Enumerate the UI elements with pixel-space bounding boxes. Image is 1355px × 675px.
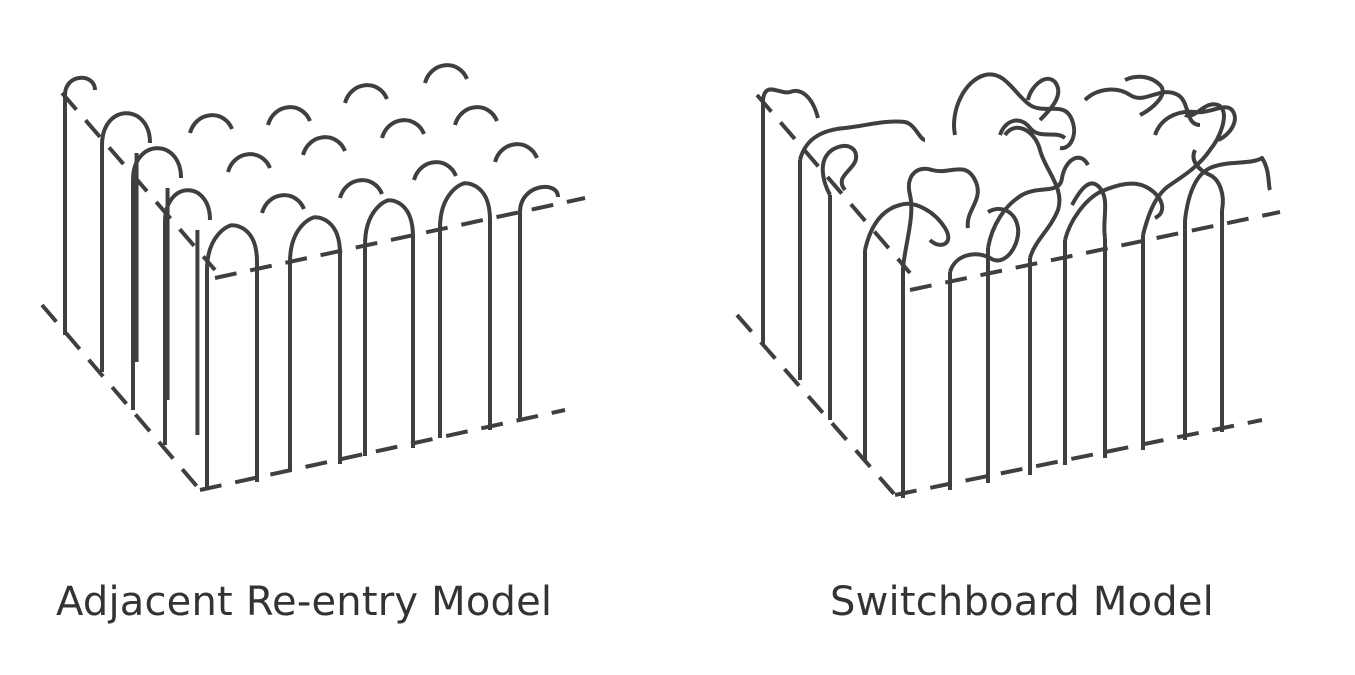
box-bottom-front-edge — [199, 408, 566, 492]
chain-fold — [363, 198, 415, 246]
box-bottom-left-edge — [40, 303, 202, 492]
switchboard-chain-loop — [1153, 105, 1237, 142]
switchboard-chain-loop — [952, 72, 1077, 151]
switchboard-chain-loop — [798, 119, 926, 161]
box-top-left-edge — [755, 93, 912, 275]
chain-fold — [131, 146, 183, 181]
switchboard-chain-loop — [820, 143, 859, 196]
switchboard-chain-loop — [1063, 181, 1165, 241]
switchboard-chain-loop — [761, 87, 820, 119]
switchboard-chain-loop — [901, 166, 980, 269]
chain-fold — [63, 75, 97, 96]
switchboard-chain-loop — [1026, 76, 1061, 122]
surface-fold-arc — [260, 193, 306, 214]
chain-fold — [518, 184, 560, 213]
switchboard-chain-loop — [1083, 87, 1201, 127]
surface-fold-arc — [453, 105, 499, 126]
surface-fold-arc — [226, 152, 272, 173]
surface-fold-arc — [493, 142, 539, 163]
surface-fold-arc — [338, 178, 384, 199]
surface-fold-arc — [412, 160, 458, 181]
chain-fold — [438, 181, 492, 229]
switchboard-chain-loop — [998, 118, 1067, 140]
surface-fold-arc — [266, 105, 312, 126]
adjacent-reentry-caption: Adjacent Re-entry Model — [56, 579, 553, 625]
box-top-front-edge — [909, 210, 1281, 292]
chain-fold — [100, 111, 152, 146]
switchboard-caption: Switchboard Model — [830, 579, 1214, 625]
switchboard-chain-loop — [1124, 74, 1165, 117]
switchboard-chain-loop — [986, 155, 1090, 249]
chain-fold — [205, 223, 259, 271]
switchboard-model-diagram — [735, 72, 1281, 498]
surface-fold-arc — [188, 113, 234, 134]
surface-fold-arc — [343, 83, 389, 104]
switchboard-chain-loop — [948, 207, 1021, 273]
adjacent-reentry-model-diagram — [40, 63, 586, 492]
chain-fold — [288, 215, 342, 263]
box-top-front-edge — [214, 196, 586, 280]
surface-fold-arc — [423, 63, 469, 84]
switchboard-chain-loop — [1183, 156, 1272, 221]
surface-fold-arc — [301, 135, 347, 156]
switchboard-chain-loop — [1141, 102, 1226, 236]
surface-fold-arc — [380, 118, 426, 139]
switchboard-chain-loop — [1070, 181, 1108, 239]
box-bottom-front-edge — [894, 418, 1263, 497]
switchboard-chain-loop — [863, 201, 951, 251]
box-bottom-left-edge — [735, 313, 897, 497]
switchboard-chain-loop — [1003, 125, 1062, 259]
switchboard-chain-loop — [1191, 149, 1225, 211]
